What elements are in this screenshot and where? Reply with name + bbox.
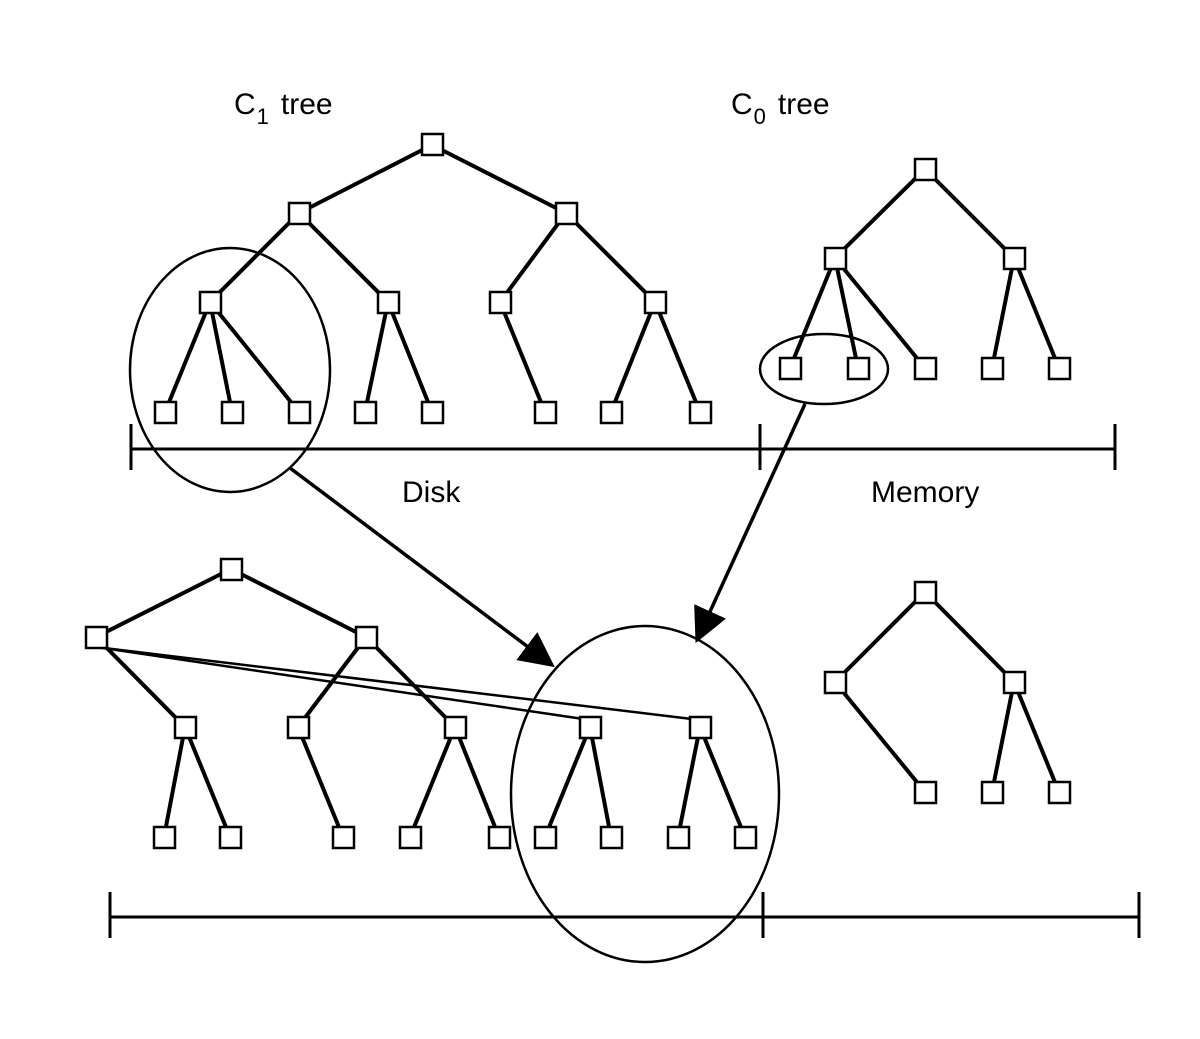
tree-node	[1047, 356, 1072, 381]
tree-node	[578, 715, 603, 740]
tree-node	[219, 557, 244, 582]
tree-node	[533, 825, 558, 850]
tree-node	[599, 400, 624, 425]
tree-node	[1002, 246, 1027, 271]
c0-tree-top	[778, 157, 1072, 381]
tree-node	[398, 825, 423, 850]
tree-node	[688, 715, 713, 740]
tree-node	[376, 290, 401, 315]
tree-node	[220, 400, 245, 425]
tree-node	[286, 715, 311, 740]
tree-node	[1002, 670, 1027, 695]
disk-label: Disk	[402, 476, 461, 509]
tree-node	[353, 400, 378, 425]
tree-node	[666, 825, 691, 850]
tree-node	[287, 400, 312, 425]
top-storage-axis	[129, 424, 1117, 470]
tree-node	[599, 825, 624, 850]
tree-node	[488, 290, 513, 315]
c0-merge-arrow	[694, 403, 807, 644]
tree-node	[152, 825, 177, 850]
tree-node	[287, 201, 312, 226]
tree-node	[331, 825, 356, 850]
c1-tree-top	[153, 132, 713, 425]
tree-node	[846, 356, 871, 381]
tree-node	[913, 580, 938, 605]
tree-node	[84, 625, 109, 650]
tree-node	[913, 780, 938, 805]
c1-tree-bottom	[84, 557, 758, 850]
tree-node	[173, 715, 198, 740]
tree-node	[688, 400, 713, 425]
tree-node	[487, 825, 512, 850]
c1-merge-arrow	[288, 466, 555, 668]
tree-node	[420, 132, 445, 157]
tree-node	[778, 356, 803, 381]
bottom-storage-axis	[108, 892, 1141, 938]
tree-node	[198, 290, 223, 315]
tree-node	[913, 356, 938, 381]
tree-node	[823, 670, 848, 695]
c0-tree-bottom	[823, 580, 1072, 805]
tree-node	[823, 246, 848, 271]
tree-node	[980, 780, 1005, 805]
tree-node	[533, 400, 558, 425]
tree-node	[420, 400, 445, 425]
tree-node	[980, 356, 1005, 381]
c0-selection-ellipse	[758, 332, 890, 406]
tree-node	[218, 825, 243, 850]
c1-selection-ellipse	[128, 246, 332, 494]
memory-label: Memory	[871, 476, 979, 509]
tree-node	[643, 290, 668, 315]
tree-node	[153, 400, 178, 425]
tree-node	[913, 157, 938, 182]
tree-node	[1047, 780, 1072, 805]
merged-region-ellipse	[509, 624, 781, 964]
tree-node	[733, 825, 758, 850]
tree-node	[554, 201, 579, 226]
tree-node	[443, 715, 468, 740]
tree-node	[354, 625, 379, 650]
